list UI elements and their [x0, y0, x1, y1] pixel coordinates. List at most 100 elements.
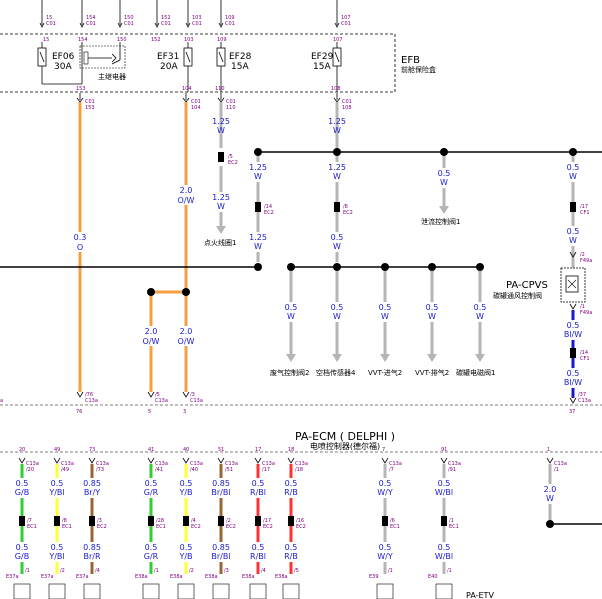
splice-conn: EC1	[449, 524, 459, 530]
fuse-rating: 20A	[160, 62, 178, 72]
wire-label-bg	[174, 542, 198, 562]
splice-connector	[89, 516, 95, 526]
connector-id: C13a	[190, 461, 203, 467]
pin-connector: C01	[86, 21, 96, 27]
component-stub	[13, 583, 31, 599]
connector-mark	[381, 457, 389, 464]
splice-pin: /6	[390, 518, 395, 524]
component-stub	[435, 583, 453, 599]
splice-conn: EC1	[156, 524, 166, 530]
splice-pin: /76	[85, 392, 93, 398]
ecm-name: 电喷控制器(德尔福)	[310, 441, 380, 451]
pin-number: 15	[46, 15, 52, 21]
wire-gauge: 0.5	[285, 479, 298, 488]
wire-label-bg	[45, 478, 69, 498]
wire-gauge: 0.5	[438, 543, 451, 552]
branch-exhaust: 0.5 W 废气控制阀2	[270, 271, 309, 377]
splice-pin: /1	[449, 518, 454, 524]
efb-bottom-pin: 110	[215, 86, 225, 92]
cpvs-name: 碳罐通风控制阀	[493, 291, 542, 300]
splice-pin: /7	[27, 518, 32, 524]
connector-id: C13a	[295, 461, 308, 467]
ecm-pin-number: 73	[89, 447, 95, 453]
wire-color: W	[217, 202, 225, 211]
splice-pin: /1	[580, 304, 585, 310]
wire-label-bg	[279, 542, 303, 562]
wire-color: W/Bl	[435, 488, 453, 497]
splice-pin: /3	[190, 392, 195, 398]
wire-color: Br/Bl	[211, 488, 230, 497]
efb-fuse-box: EFB 前舱保险盒 15 154 150 152 103 109 107 EF0…	[0, 33, 436, 93]
efb-inner-pin: 107	[333, 37, 343, 43]
wire-gauge: 0.5	[285, 303, 298, 312]
efb-name: 前舱保险盒	[401, 65, 436, 74]
fuse-name: EF29	[311, 52, 334, 62]
efb-bottom-pin: 108	[331, 86, 341, 92]
splice-pin: /3	[97, 518, 102, 524]
component-stub	[177, 583, 195, 599]
splice-conn: CF1	[580, 210, 590, 216]
connector-pin: /40	[190, 467, 198, 473]
splice-pin: /2	[226, 518, 231, 524]
wire-label-bg	[432, 542, 456, 562]
connector-pin: 104	[191, 105, 201, 111]
component-stub	[376, 583, 394, 599]
splice-pin: /16	[296, 518, 304, 524]
pin-connector: C01	[161, 21, 171, 27]
wire-gauge: 0.5	[16, 543, 29, 552]
splice-conn: F49a	[580, 258, 592, 264]
wire-gauge: 0.5	[331, 303, 344, 312]
component-stub	[48, 583, 66, 599]
wire-gauge: 0.5	[438, 479, 451, 488]
connector-id: C01	[226, 99, 236, 105]
wire-label-bg	[45, 542, 69, 562]
component-stub	[282, 583, 300, 599]
wire-gauge: 1.25	[212, 193, 230, 202]
ef29-distribution: 1.25 W 1.25 W /14 EC2 1.25 W 1.25 W /8 E…	[246, 102, 602, 268]
wire-color: R/Bl	[250, 552, 266, 561]
wire-gauge: 0.3	[74, 233, 87, 242]
relay-label: 主继电器	[98, 72, 126, 81]
connector-pin: /17	[262, 467, 270, 473]
splice-conn: C13a	[578, 398, 591, 404]
ecm-pin-number: 5	[148, 409, 151, 415]
wire-gauge: 0.5	[567, 163, 580, 172]
wire-color: W	[333, 172, 341, 181]
splice-conn: EC2	[228, 160, 238, 166]
end-conn: E38a	[135, 574, 148, 580]
wire-color: Br/Bl	[211, 552, 230, 561]
connector-pin: /18	[295, 467, 303, 473]
efb-inner-pin: 150	[117, 37, 127, 43]
splice-connector	[255, 516, 261, 526]
wire-gauge: 0.5	[145, 479, 158, 488]
connector-pin: 110	[226, 105, 236, 111]
wire-color: Br/R	[83, 552, 100, 561]
efb-output-connectors: C01 153 C01 104 C01 110 C01 108	[76, 93, 352, 111]
wire-color: Bl/W	[564, 378, 582, 387]
wire-gauge: 0.5	[379, 543, 392, 552]
wire-color: Y/B	[178, 552, 192, 561]
wire-color: W	[254, 242, 262, 251]
fuse-ef28: EF28 15A	[216, 42, 252, 92]
splice-connector	[148, 516, 154, 526]
connector-id: C13a	[448, 461, 461, 467]
pin-number: 152	[161, 15, 171, 21]
load-label: VVT-排气2	[415, 368, 449, 377]
ecm-pin-number: 18	[288, 447, 294, 453]
wire-gauge: 0.85	[212, 479, 230, 488]
component-stub	[249, 583, 267, 599]
wire-color: W	[287, 312, 295, 321]
end-pin: /3	[224, 568, 229, 574]
connector-pin: /73	[96, 467, 104, 473]
wire-color: W	[569, 172, 577, 181]
main-relay: 主继电器	[42, 42, 126, 85]
wire-gauge: 0.5	[16, 479, 29, 488]
wire-color: O/W	[178, 337, 195, 346]
wire-color: W	[333, 312, 341, 321]
wire-color: R/B	[284, 552, 298, 561]
wire-label-bg	[279, 478, 303, 498]
connector-mark	[53, 457, 61, 464]
pin-connector: C01	[124, 21, 134, 27]
wire-label-bg	[540, 484, 560, 504]
